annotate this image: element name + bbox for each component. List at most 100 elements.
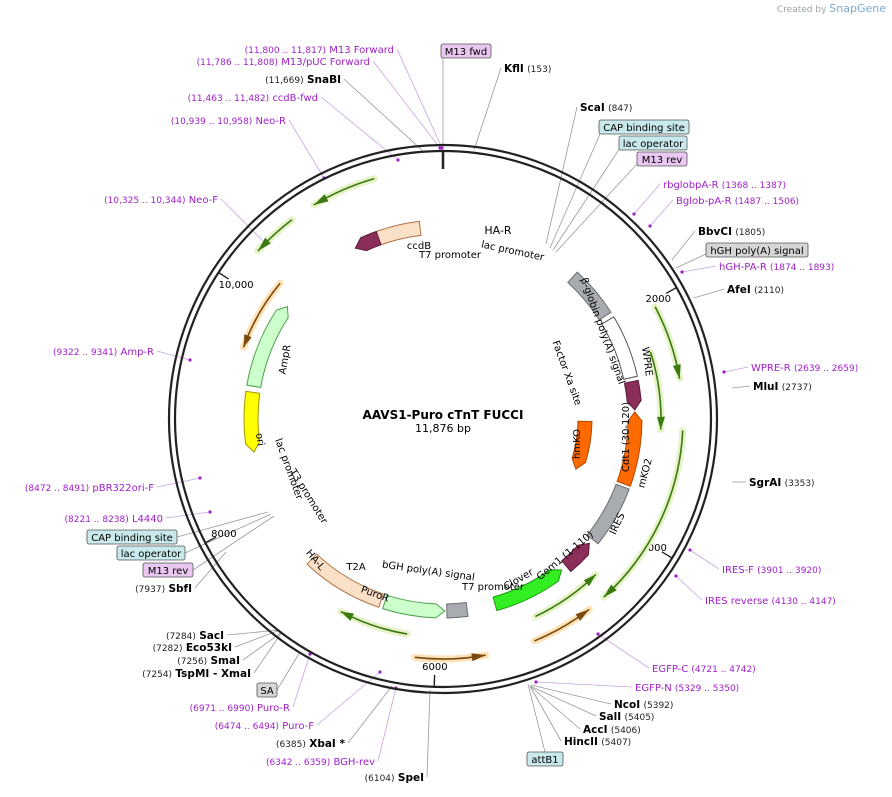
feature-hmko[interactable] [571,420,593,470]
leader-line [426,689,431,778]
label-position: (153) [527,65,551,75]
label-position: (7284) [166,632,196,642]
primer-label[interactable]: Bglob-pA-R (1487 .. 1506) [676,196,799,207]
primer-site-mark [440,146,444,150]
primer-label[interactable]: (6474 .. 6494) Puro-F [215,721,314,732]
leader-line [535,681,633,688]
label-box[interactable] [636,151,688,167]
label-name: BGH-rev [333,757,375,768]
primer-site-mark [688,548,692,552]
enzyme-label[interactable]: HincII (5407) [564,736,631,748]
primer-label[interactable]: hGH-PA-R (1874 .. 1893) [719,262,834,273]
label-box[interactable] [705,242,809,258]
feature-bgh-poly-a-signal[interactable] [446,601,469,619]
label-position: (10,325 .. 10,344) [104,196,185,206]
feature-cdt1-30-120[interactable] [623,379,642,411]
feature-gem1-1-110[interactable] [561,542,590,573]
label-box[interactable] [598,119,690,135]
enzyme-label[interactable]: (7254) TspMI - XmaI [142,668,251,680]
enzyme-label[interactable]: AfeI (2110) [727,284,784,296]
enzyme-label[interactable]: ScaI (847) [580,102,632,114]
primer-label[interactable]: EGFP-C (4721 .. 4742) [652,664,756,675]
feature-clover[interactable] [492,569,563,612]
feature-wpre[interactable] [601,316,638,380]
primer-label[interactable]: (10,325 .. 10,344) Neo-F [104,195,218,206]
leader-line [555,163,638,253]
tick-label: 4000 [641,543,666,554]
label-position: (2737) [782,383,812,393]
label-box[interactable] [116,545,186,561]
primer-label[interactable]: WPRE-R (2639 .. 2659) [751,363,858,374]
leader-line [552,147,621,251]
primer-label[interactable]: (9322 .. 9341) Amp-R [53,347,154,358]
primer-label[interactable]: (6342 .. 6359) BGH-rev [266,757,375,768]
label-name: Amp-R [121,347,155,358]
label-position: (11,669) [265,76,304,86]
feature-ccdb[interactable] [354,230,382,252]
primer-site-mark [378,670,382,674]
leader-line [731,385,751,389]
leader-line [194,551,227,589]
primer-label[interactable]: (8472 .. 8491) pBR322ori-F [25,483,154,494]
feature-ori[interactable] [243,390,261,453]
primer-label[interactable]: (6971 .. 6990) Puro-R [190,703,290,714]
label-box[interactable] [440,43,492,59]
label-name: XbaI * [309,738,345,750]
primer-label[interactable]: (11,463 .. 11,482) ccdB-fwd [188,93,318,104]
enzyme-label[interactable]: (6385) XbaI * [276,738,346,750]
ring-arrow-head [603,584,617,598]
enzyme-label[interactable]: (11,669) SnaBI [265,74,341,86]
primer-label[interactable]: (11,786 .. 11,808) M13/pUC Forward [197,57,370,68]
primer-site-mark [188,358,192,362]
primer-site-mark [596,632,600,636]
enzyme-label[interactable]: NcoI (5392) [614,699,673,711]
feature-puror[interactable] [382,594,446,619]
enzyme-label[interactable]: MluI (2737) [753,381,812,393]
enzyme-label[interactable]: (6104) SpeI [365,772,424,784]
primer-label[interactable]: IRES reverse (4130 .. 4147) [705,596,836,607]
primer-label[interactable]: EGFP-N (5329 .. 5350) [635,683,739,694]
primer-label[interactable]: (10,939 .. 10,958) Neo-R [171,116,286,127]
primer-label[interactable]: IRES-F (3901 .. 3920) [722,565,821,576]
label-name: M13 Forward [329,45,394,56]
label-name: L4440 [132,514,163,525]
primer-label[interactable]: rbglobpA-R (1368 .. 1387) [663,180,786,191]
label-name: Neo-R [256,116,287,127]
enzyme-label[interactable]: AccI (5406) [583,724,641,736]
feature-ampr[interactable] [246,305,289,389]
label-name: ScaI [580,102,605,114]
leader-line [649,199,674,227]
enzyme-label[interactable]: (7284) SacI [166,630,224,642]
label-box[interactable] [618,135,688,151]
ring-arrow-head [471,653,486,662]
leader-line [675,253,707,269]
enzyme-label[interactable]: SgrAI (3353) [749,477,815,489]
feature-globin-poly-a-signal[interactable] [567,271,612,321]
enzyme-label[interactable]: KflI (153) [504,63,551,75]
label-name: SgrAI [749,477,781,489]
feature-ires[interactable] [586,483,630,545]
enzyme-label[interactable]: SalI (5405) [599,711,654,723]
feature-label: mKO2 [636,457,654,489]
enzyme-label[interactable]: (7282) Eco53kI [153,642,232,654]
feature-ha-l[interactable] [306,553,384,608]
enzyme-label[interactable]: BbvCI (1805) [698,226,765,238]
label-box[interactable] [256,682,278,698]
feature-mko2[interactable] [616,411,643,487]
primer-label[interactable]: (8221 .. 8238) L4440 [65,514,164,525]
primer-site-mark [722,370,726,374]
label-box[interactable] [526,751,564,767]
enzyme-label[interactable]: (7256) SmaI [177,655,240,667]
leader-line [288,119,325,179]
label-box[interactable] [142,562,194,578]
label-box[interactable] [86,529,178,545]
label-position: (1805) [735,228,765,238]
snapgene-brand: SnapGene [829,2,886,15]
feature-label: Cdt1 (30-120) [621,402,632,472]
feature-label: bGH poly(A) signal [381,560,475,584]
enzyme-label[interactable]: (7937) SbfI [135,583,192,595]
primer-label[interactable]: (11,800 .. 11,817) M13 Forward [245,45,394,56]
label-position: (3901 .. 3920) [757,566,821,576]
